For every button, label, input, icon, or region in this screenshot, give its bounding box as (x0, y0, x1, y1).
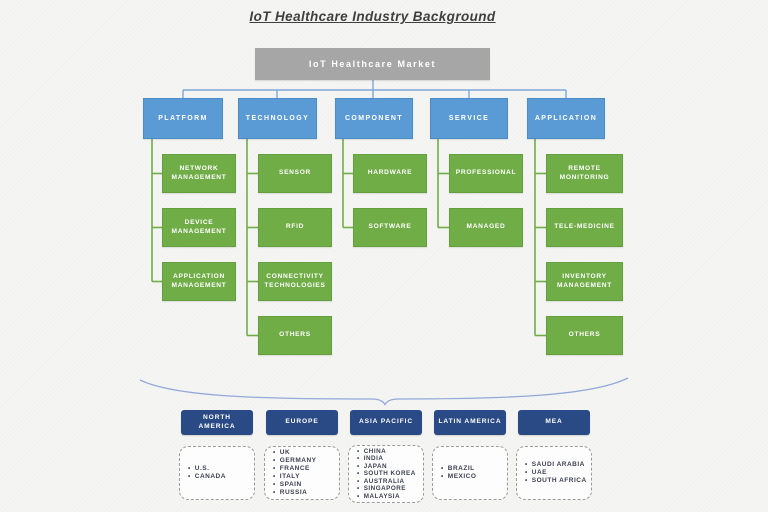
country-list: U.S. CANADA (188, 465, 226, 481)
country-item: RUSSIA (273, 489, 317, 497)
country-item: BRAZIL (441, 465, 476, 473)
category-box-platform: PLATFORM (143, 98, 223, 139)
region-label: NORTH AMERICA (198, 413, 236, 430)
country-item: FRANCE (273, 465, 317, 473)
region-box-north-america: NORTH AMERICA (181, 410, 253, 435)
country-item: MALAYSIA (357, 493, 416, 500)
subnode-device-management: DEVICE MANAGEMENT (162, 208, 236, 247)
subnode-hardware: HARDWARE (353, 154, 427, 193)
country-item: SOUTH AFRICA (525, 477, 587, 485)
subnode-connectivity-technologies: CONNECTIVITY TECHNOLOGIES (258, 262, 332, 301)
country-item: U.S. (188, 465, 226, 473)
country-list: BRAZIL MEXICO (441, 465, 476, 481)
subnode-managed: MANAGED (449, 208, 523, 247)
diagram-title: IoT Healthcare Industry Background (249, 9, 496, 24)
root-node-iot-healthcare-market: IoT Healthcare Market (255, 48, 490, 80)
country-list: CHINA INDIA JAPAN SOUTH KOREA AUSTRALIA … (357, 448, 416, 500)
category-box-service: SERVICE (430, 98, 508, 139)
country-list-north-america: U.S. CANADA (179, 446, 255, 500)
subnode-technology-others: OTHERS (258, 316, 332, 355)
country-item: JAPAN (357, 463, 416, 470)
country-list-mea: SAUDI ARABIA UAE SOUTH AFRICA (516, 446, 592, 500)
subnode-professional: PROFESSIONAL (449, 154, 523, 193)
category-box-application: APPLICATION (527, 98, 605, 139)
category-to-subnode-connectors (151, 139, 546, 337)
subnode-application-management: APPLICATION MANAGEMENT (162, 262, 236, 301)
region-box-latin-america: LATIN AMERICA (434, 410, 506, 435)
country-list-europe: UK GERMANY FRANCE ITALY SPAIN RUSSIA (264, 446, 340, 500)
subnode-tele-medicine: TELE-MEDICINE (546, 208, 623, 247)
country-item: AUSTRALIA (357, 478, 416, 485)
country-item: SAUDI ARABIA (525, 461, 587, 469)
country-list: SAUDI ARABIA UAE SOUTH AFRICA (525, 461, 587, 485)
country-item: UK (273, 449, 317, 457)
country-item: SPAIN (273, 481, 317, 489)
subnode-software: SOFTWARE (353, 208, 427, 247)
country-item: SINGAPORE (357, 485, 416, 492)
country-item: SOUTH KOREA (357, 470, 416, 477)
country-list: UK GERMANY FRANCE ITALY SPAIN RUSSIA (273, 449, 317, 498)
country-list-asia-pacific: CHINA INDIA JAPAN SOUTH KOREA AUSTRALIA … (348, 445, 424, 503)
subnode-network-management: NETWORK MANAGEMENT (162, 154, 236, 193)
subnode-remote-monitoring: REMOTE MONITORING (546, 154, 623, 193)
subnode-rfid: RFID (258, 208, 332, 247)
region-box-mea: MEA (518, 410, 590, 435)
root-to-category-connectors (182, 80, 567, 98)
subnode-inventory-management: INVENTORY MANAGEMENT (546, 262, 623, 301)
country-item: INDIA (357, 455, 416, 462)
country-item: CHINA (357, 448, 416, 455)
brace-curve (139, 377, 629, 406)
country-item: MEXICO (441, 473, 476, 481)
subnode-sensor: SENSOR (258, 154, 332, 193)
region-box-europe: EUROPE (266, 410, 338, 435)
category-box-technology: TECHNOLOGY (238, 98, 317, 139)
country-item: ITALY (273, 473, 317, 481)
category-box-component: COMPONENT (335, 98, 413, 139)
country-list-latin-america: BRAZIL MEXICO (432, 446, 508, 500)
country-item: CANADA (188, 473, 226, 481)
subnode-application-others: OTHERS (546, 316, 623, 355)
region-box-asia-pacific: ASIA PACIFIC (350, 410, 422, 435)
country-item: GERMANY (273, 457, 317, 465)
country-item: UAE (525, 469, 587, 477)
